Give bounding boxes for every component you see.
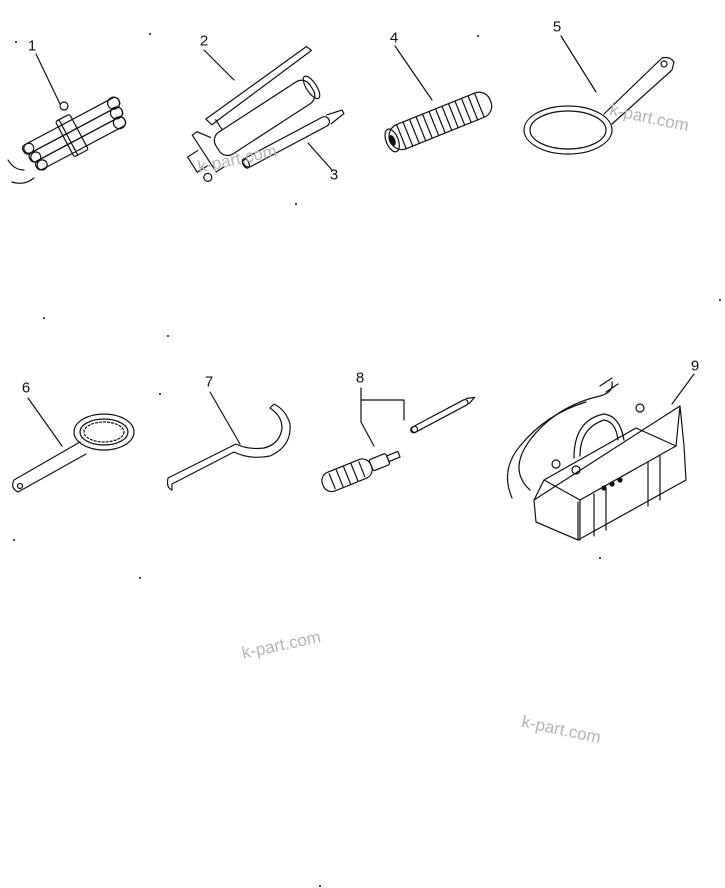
hook-spanner-drawing <box>166 391 291 491</box>
scan-specks <box>13 33 721 887</box>
screwdriver-drawing <box>321 387 476 493</box>
callout-9: 9 <box>690 357 700 375</box>
callout-5: 5 <box>552 18 562 36</box>
callout-7: 7 <box>204 373 214 391</box>
callout-6: 6 <box>21 379 31 397</box>
grease-hose-drawing <box>384 45 493 153</box>
callout-8: 8 <box>355 369 365 387</box>
callout-4: 4 <box>389 29 399 47</box>
callout-1: 1 <box>27 37 37 55</box>
tool-bag-drawing <box>506 373 695 541</box>
callout-2: 2 <box>199 32 209 50</box>
ring-spanner-drawing <box>12 397 135 493</box>
wrench-set-drawing <box>7 53 127 184</box>
filter-wrench-drawing <box>523 35 675 155</box>
callout-3: 3 <box>329 166 339 184</box>
grease-gun-drawing <box>186 45 321 182</box>
grease-nozzle-drawing <box>241 109 345 171</box>
